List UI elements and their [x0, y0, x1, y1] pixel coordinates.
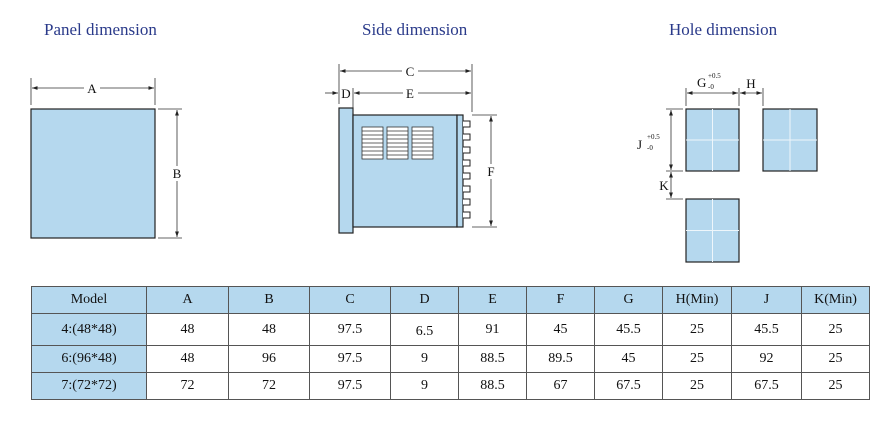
value-cell-d: 9 — [390, 345, 459, 373]
value-cell-d: 6.5 — [390, 313, 459, 346]
vent-grille — [361, 126, 434, 160]
column-header-a: A — [146, 286, 229, 314]
dimension-g-tol-minus: -0 — [708, 83, 714, 91]
dimension-e-label: E — [406, 86, 414, 101]
table-row: 4:(48*48) 48 48 97.5 6.5 91 45 45.5 25 4… — [31, 313, 870, 346]
value-cell-g: 45 — [594, 345, 663, 373]
value-cell-j: 45.5 — [731, 313, 802, 346]
panel-dimension-title: Panel dimension — [44, 20, 157, 39]
dimension-d-label: D — [341, 86, 350, 101]
side-dimension-title: Side dimension — [362, 20, 468, 39]
column-header-h-min: H(Min) — [662, 286, 732, 314]
dimension-drawings: A B — [30, 64, 818, 263]
column-header-g: G — [594, 286, 663, 314]
model-cell: 7:(72*72) — [31, 372, 147, 400]
column-header-d: D — [390, 286, 459, 314]
terminal-plate — [456, 114, 464, 228]
value-cell-h-min: 25 — [662, 372, 732, 400]
hole-dimension-title: Hole dimension — [669, 20, 778, 39]
value-cell-e: 91 — [458, 313, 527, 346]
column-header-k-min: K(Min) — [801, 286, 870, 314]
model-cell: 4:(48*48) — [31, 313, 147, 346]
value-cell-f: 89.5 — [526, 345, 595, 373]
value-cell-c: 97.5 — [309, 372, 391, 400]
dimension-f-label: F — [487, 164, 494, 179]
dimension-k-label: K — [659, 178, 669, 193]
value-cell-k-min: 25 — [801, 372, 870, 400]
column-header-e: E — [458, 286, 527, 314]
model-cell: 6:(96*48) — [31, 345, 147, 373]
column-header-f: F — [526, 286, 595, 314]
cutout-top-right — [762, 108, 818, 172]
hole-view: G +0.5 -0 H J +0.5 -0 K — [637, 72, 818, 263]
value-cell-e: 88.5 — [458, 372, 527, 400]
value-cell-g: 67.5 — [594, 372, 663, 400]
value-cell-a: 48 — [146, 345, 229, 373]
value-cell-j: 92 — [731, 345, 802, 373]
value-cell-k-min: 25 — [801, 345, 870, 373]
cutout-top-left — [685, 108, 740, 172]
dimension-b-label: B — [173, 166, 182, 181]
table-row: 7:(72*72) 72 72 97.5 9 88.5 67 67.5 25 6… — [31, 372, 870, 400]
terminal-screws — [463, 120, 471, 219]
dimension-a-label: A — [87, 81, 97, 96]
dimension-c-label: C — [406, 64, 415, 79]
dimension-g-label: G — [697, 75, 706, 90]
value-cell-a: 48 — [146, 313, 229, 346]
value-cell-a: 72 — [146, 372, 229, 400]
dimension-j-tol-plus: +0.5 — [647, 133, 660, 141]
column-header-c: C — [309, 286, 391, 314]
value-cell-b: 48 — [228, 313, 310, 346]
side-view: C D E F — [325, 64, 498, 234]
dimension-table: Model A B C D E F G H(Min) J K(Min) 4:(4… — [31, 286, 870, 400]
value-cell-f: 45 — [526, 313, 595, 346]
value-cell-d: 9 — [390, 372, 459, 400]
cutout-bottom — [685, 198, 740, 263]
value-cell-g: 45.5 — [594, 313, 663, 346]
column-header-j: J — [731, 286, 802, 314]
value-cell-k-min: 25 — [801, 313, 870, 346]
dimension-h-label: H — [746, 76, 755, 91]
dimension-g-tol-plus: +0.5 — [708, 72, 721, 80]
column-header-model: Model — [31, 286, 147, 314]
value-cell-h-min: 25 — [662, 345, 732, 373]
value-cell-b: 96 — [228, 345, 310, 373]
column-header-b: B — [228, 286, 310, 314]
table-header-row: Model A B C D E F G H(Min) J K(Min) — [31, 286, 870, 314]
value-cell-b: 72 — [228, 372, 310, 400]
value-cell-f: 67 — [526, 372, 595, 400]
value-cell-e: 88.5 — [458, 345, 527, 373]
value-cell-c: 97.5 — [309, 345, 391, 373]
dimension-j-label: J — [637, 137, 642, 152]
panel-view: A B — [30, 78, 184, 239]
table-row: 6:(96*48) 48 96 97.5 9 88.5 89.5 45 25 9… — [31, 345, 870, 373]
dimension-j-tol-minus: -0 — [647, 144, 653, 152]
value-cell-h-min: 25 — [662, 313, 732, 346]
panel-face — [30, 108, 156, 239]
value-cell-c: 97.5 — [309, 313, 391, 346]
side-bezel — [338, 107, 354, 234]
value-cell-j: 67.5 — [731, 372, 802, 400]
